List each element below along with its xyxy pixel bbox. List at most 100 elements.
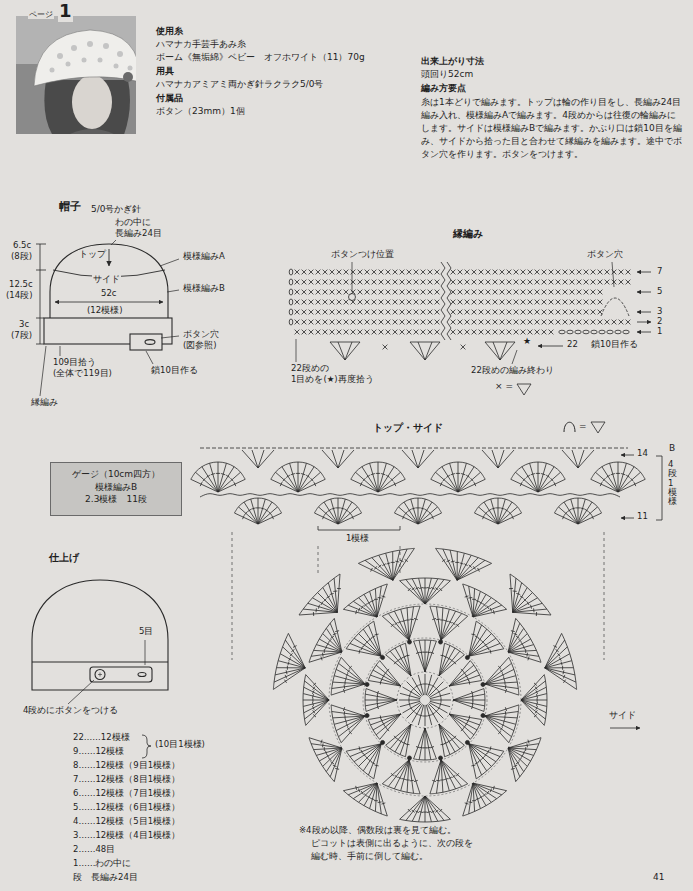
stitch-symbols <box>472 300 477 305</box>
stitch-symbols <box>486 280 491 285</box>
stitch-symbols <box>414 640 437 641</box>
stitch-symbols <box>453 689 485 712</box>
stitch-symbols <box>400 310 405 315</box>
stitch-symbols <box>542 320 547 325</box>
stitch-symbols <box>344 290 349 295</box>
page-number: 1 <box>58 1 73 22</box>
callout-label: 鎖10目作る <box>590 340 639 350</box>
stitch-symbols <box>528 320 533 325</box>
stitch-symbols <box>399 674 451 726</box>
stitch-symbols <box>344 300 349 305</box>
size-text: 頭回り52cm <box>420 69 474 79</box>
stitch-symbols <box>474 498 521 513</box>
stitch-symbols <box>407 270 412 275</box>
stitch-symbols <box>521 675 547 726</box>
stitch-symbols <box>507 310 512 315</box>
stitch-symbols <box>435 320 440 325</box>
top-side-chart-frame <box>232 532 604 660</box>
callout-label: 1目めを(★)再度拾う <box>290 375 375 385</box>
stitch-symbols <box>584 270 589 275</box>
stitch-symbols <box>619 270 624 275</box>
stitch-symbols <box>273 633 305 689</box>
stitch-symbols <box>500 310 505 315</box>
gauge-text: ゲージ（10cm四方） <box>72 468 160 481</box>
row-number: 7 <box>656 267 663 277</box>
table-row: 9……12模様 <box>72 747 125 757</box>
stitch-symbols <box>521 280 526 285</box>
stitch-symbols <box>358 320 363 325</box>
hat-photo <box>66 62 71 67</box>
stitch-symbols <box>365 682 369 686</box>
stitch-symbols <box>358 270 363 275</box>
stitch-symbols <box>507 270 512 275</box>
stitch-symbols <box>323 290 328 295</box>
stitch-symbols <box>379 300 384 305</box>
edging-chart-frame <box>447 262 451 340</box>
stitch-symbols <box>299 574 341 616</box>
stitch-symbols <box>365 270 370 275</box>
stitch-symbols <box>458 280 463 285</box>
stitch-symbols <box>484 689 485 712</box>
stitch-symbols <box>563 320 568 325</box>
stitch-symbols <box>549 270 554 275</box>
stitch-symbols <box>330 300 335 305</box>
stitch-symbols <box>465 270 470 275</box>
stitch-symbols <box>386 320 391 325</box>
stitch-symbols <box>549 290 554 295</box>
stitch-symbols <box>414 640 437 672</box>
stitch-symbols <box>482 450 514 468</box>
stitch-symbols <box>346 744 381 779</box>
stitch-symbols <box>393 270 398 275</box>
stitch-symbols <box>514 330 519 335</box>
material-text: ハマナカ手芸手あみ糸 <box>155 39 247 49</box>
stitch-symbols <box>486 320 491 325</box>
stitch-symbols <box>500 290 505 295</box>
hat-schematic <box>55 302 163 303</box>
dimension-label: 52c <box>100 289 118 299</box>
stitch-symbols <box>528 280 533 285</box>
stitch-symbols <box>549 330 554 335</box>
stitch-symbols <box>379 320 384 325</box>
stitch-symbols <box>309 270 314 275</box>
stitch-symbols <box>191 269 645 822</box>
stitch-symbols <box>379 330 384 335</box>
stitch-symbols <box>351 290 356 295</box>
stitch-symbols <box>500 330 505 335</box>
stitch-symbols <box>289 299 293 305</box>
stitch-symbols <box>365 280 370 285</box>
finished-hat <box>68 640 145 704</box>
table-row: 8……12模様（9目1模様） <box>72 761 181 771</box>
stitch-symbols <box>414 330 419 335</box>
stitch-symbols <box>386 270 391 275</box>
callout-label: 109目拾う <box>52 358 97 368</box>
stitch-symbols <box>316 290 321 295</box>
stitch-symbols <box>407 290 412 295</box>
stitch-symbols <box>485 705 519 743</box>
stitch-symbols <box>451 320 456 325</box>
stitch-symbols <box>289 269 293 275</box>
stitch-symbols <box>577 320 582 325</box>
stitch-symbols <box>309 330 314 335</box>
stitch-symbols <box>485 657 519 695</box>
stitch-symbols <box>430 784 468 794</box>
stitch-symbols <box>379 290 384 295</box>
stitch-symbols <box>591 320 596 325</box>
stitch-symbols <box>598 300 603 305</box>
stitch-symbols <box>500 270 505 275</box>
hat-photo <box>72 75 112 129</box>
callout-label: 模様編みA <box>182 252 226 262</box>
stitch-symbols <box>626 280 631 285</box>
stitch-symbols <box>343 584 387 609</box>
stitch-symbols <box>337 310 342 315</box>
stitch-symbols <box>472 310 477 315</box>
stitch-symbols <box>386 310 391 315</box>
stitch-symbols <box>316 300 321 305</box>
stitch-symbols <box>577 310 582 315</box>
stitch-symbols <box>472 290 477 295</box>
stitch-symbols <box>577 300 582 305</box>
stitch-symbols <box>549 300 554 305</box>
stitch-symbols <box>599 330 605 334</box>
stitch-symbols <box>479 290 484 295</box>
stitch-symbols <box>309 310 314 315</box>
stitch-symbols <box>435 280 440 285</box>
